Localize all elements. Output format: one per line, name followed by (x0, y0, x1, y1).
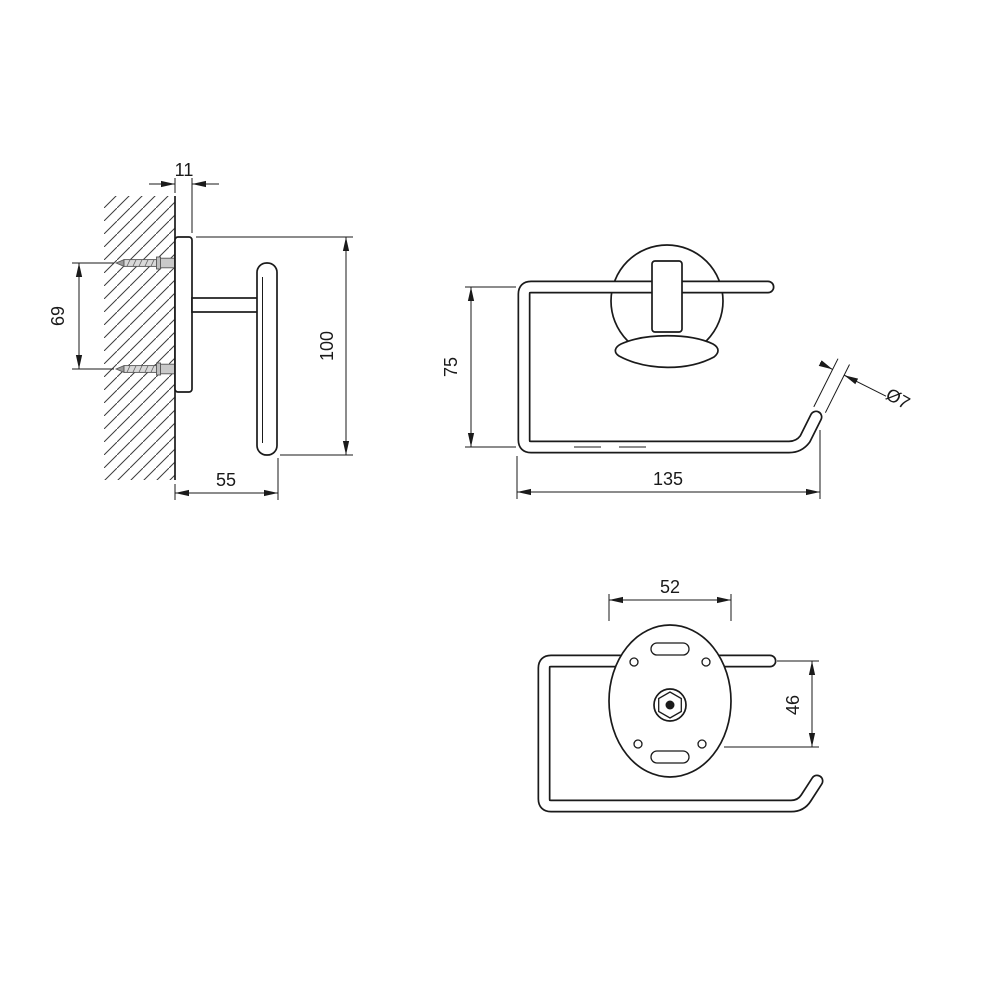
screw-head (160, 257, 175, 269)
dim-overall-height-label: 100 (317, 331, 337, 361)
dim-bar-to-plate-label: 46 (783, 695, 803, 715)
holder-tube-fill (519, 282, 821, 452)
side-view: 11 69 100 55 (48, 160, 353, 500)
rear-view: 52 46 (537, 577, 824, 813)
dim-overall-height: 100 (196, 236, 353, 456)
crescent-front (614, 334, 719, 369)
dim-depth: 55 (174, 458, 279, 500)
hook-front (651, 260, 683, 333)
screw-hole-bottom-left (633, 739, 643, 749)
dim-hole-spacing-label: 69 (48, 306, 68, 326)
nut-center-hole (665, 700, 675, 710)
screw-hole-top-left (629, 657, 639, 667)
screw-hole-bottom-right (697, 739, 707, 749)
dim-plate-thickness: 11 (149, 160, 219, 233)
holder-tube-fill (539, 656, 822, 811)
dim-hole-spacing: 69 (48, 262, 114, 370)
screw-top (114, 256, 175, 270)
screw-washer (156, 256, 161, 270)
dim-depth-label: 55 (216, 470, 236, 490)
holder-bar-side (256, 262, 278, 456)
screw-head (160, 363, 175, 375)
screw-threads (126, 259, 155, 267)
dim-plate-thickness-label: 11 (175, 160, 194, 180)
front-view: 75 135 Ø7 (441, 244, 913, 499)
screw-washer (156, 362, 161, 376)
screw-threads (126, 365, 155, 373)
dim-plate-width: 52 (608, 577, 732, 621)
slot-hole-top (650, 642, 690, 656)
dim-front-width: 135 (516, 430, 821, 499)
dim-bar-to-plate: 46 (724, 660, 819, 748)
slot-hole-bottom (650, 750, 690, 764)
screw-bottom (114, 362, 175, 376)
wall-hatch (104, 196, 175, 480)
mount-plate-side (174, 236, 193, 393)
dim-front-height: 75 (441, 286, 516, 448)
arm-side (191, 297, 259, 313)
screw-hole-top-right (701, 657, 711, 667)
dim-front-height-label: 75 (441, 357, 461, 377)
dim-plate-width-label: 52 (660, 577, 680, 597)
dim-front-width-label: 135 (653, 469, 683, 489)
